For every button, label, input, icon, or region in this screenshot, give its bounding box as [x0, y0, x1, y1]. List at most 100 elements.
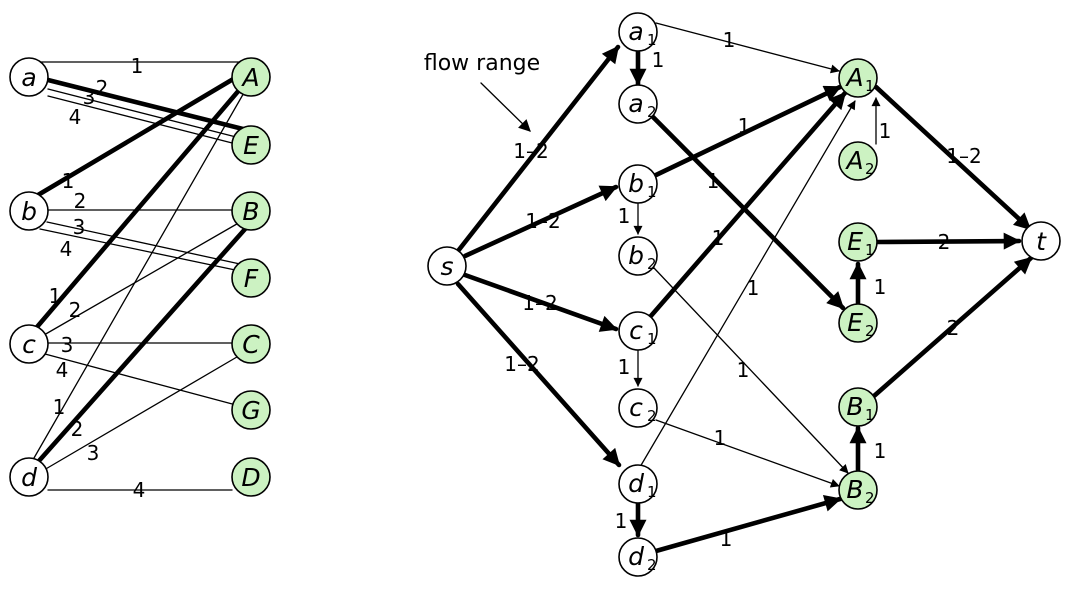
- label-d-B: 2: [71, 417, 84, 441]
- flow-label-A1-t: 1–2: [946, 144, 981, 168]
- edge-a-E-4: [47, 95, 241, 146]
- node-G-label: G: [241, 396, 260, 425]
- flow-edge-d2-B2: [653, 494, 843, 554]
- flow-node-A1: A 1: [838, 58, 878, 98]
- flow-node-s-label: s: [440, 252, 453, 281]
- flow-node-b1-sub: 1: [647, 183, 657, 201]
- edge-c-A-1: [34, 79, 249, 330]
- edge-d-B-2: [35, 225, 249, 465]
- flow-label-d2-B2: 1: [720, 527, 733, 551]
- flow-node-s: s: [427, 246, 467, 286]
- node-B-label: B: [242, 197, 259, 226]
- edge-d-C-3: [43, 353, 243, 471]
- flow-node-b1: b 1: [618, 164, 658, 204]
- flow-node-t-label: t: [1036, 227, 1047, 256]
- flow-node-E1-sub: 1: [865, 241, 875, 259]
- flow-node-E2: E 2: [838, 303, 878, 343]
- flow-edge-s-b1: [462, 184, 619, 259]
- label-a-A: 1: [131, 54, 144, 78]
- label-b-A: 1: [62, 169, 75, 193]
- flow-node-c2-sub: 2: [647, 407, 657, 425]
- flow-label-d1-A1: 1: [747, 276, 760, 300]
- label-a-E-3: 3: [83, 85, 96, 109]
- flow-label-d1-d2: 1: [615, 509, 628, 533]
- flow-node-A2-sub: 2: [865, 160, 875, 178]
- flow-label-E1-t: 2: [938, 230, 951, 254]
- flow-label-a1-a2: 1: [652, 48, 665, 72]
- flow-label-E2-E1: 1: [874, 275, 887, 299]
- label-a-E-4: 4: [69, 105, 82, 129]
- flow-edge-s-d1: [455, 281, 622, 468]
- edge-a-E-2: [45, 77, 254, 134]
- flow-edge-a1-A1: [655, 22, 840, 74]
- node-B: B: [231, 191, 271, 231]
- flow-node-A2: A 2: [838, 141, 878, 181]
- label-c-C: 3: [61, 333, 74, 357]
- flow-node-b1-letter: b: [628, 169, 644, 198]
- edge-d-A-1: [33, 83, 250, 459]
- flow-node-A1-sub: 1: [865, 77, 875, 95]
- flow-edge-d1-A1: [639, 100, 856, 468]
- flow-node-B1: B 1: [838, 387, 878, 427]
- flow-node-d1-sub: 1: [647, 483, 657, 501]
- flow-label-A2-A1: 1: [879, 119, 892, 143]
- node-F-label: F: [244, 264, 259, 293]
- flow-node-b2-sub: 2: [647, 255, 657, 273]
- flow-range-pointer: [480, 82, 531, 132]
- label-d-D: 4: [133, 478, 146, 502]
- edge-c-G-4: [44, 353, 237, 406]
- flow-label-a2-E2: 1: [707, 169, 720, 193]
- label-a-E-2: 2: [96, 76, 109, 100]
- edge-b-F-4: [39, 228, 241, 272]
- flow-label-s-a1: 1–2: [513, 139, 548, 163]
- flow-node-a2: a 2: [618, 84, 658, 124]
- label-b-F-4: 4: [60, 237, 73, 261]
- flow-node-a1-sub: 1: [647, 31, 657, 49]
- node-c-label: c: [22, 330, 36, 359]
- flow-range-annotation: flow range: [424, 51, 540, 76]
- flow-node-c2: c 2: [618, 388, 658, 428]
- label-b-F-3: 3: [73, 215, 86, 239]
- node-D: D: [231, 457, 271, 497]
- flow-edge-B1-t: [871, 255, 1034, 399]
- flow-node-E2-letter: E: [847, 308, 863, 337]
- flow-label-B1-t: 2: [947, 316, 960, 340]
- label-c-G: 4: [56, 358, 69, 382]
- label-c-A: 1: [49, 284, 62, 308]
- flow-node-B2-letter: B: [846, 475, 863, 504]
- flow-edge-c2-B2: [655, 419, 840, 488]
- left-graph-nodes: a b c d A E B F: [9, 57, 271, 497]
- flow-edge-A1-t: [873, 84, 1033, 232]
- flow-node-d1: d 1: [618, 464, 658, 504]
- flow-node-E2-sub: 2: [865, 322, 875, 340]
- flow-node-d1-letter: d: [628, 469, 644, 498]
- flow-node-B2: B 2: [838, 470, 878, 510]
- flow-node-B2-sub: 2: [865, 489, 875, 507]
- flow-label-c2-B2: 1: [714, 426, 727, 450]
- flow-node-b2-letter: b: [628, 241, 644, 270]
- node-G: G: [231, 390, 271, 430]
- flow-label-s-c1: 1–2: [522, 291, 557, 315]
- flow-node-c1-letter: c: [629, 316, 643, 345]
- node-A-label: A: [240, 63, 259, 92]
- flow-node-a2-sub: 2: [647, 103, 657, 121]
- left-graph-edges: [28, 61, 254, 491]
- flow-edge-s-c1: [462, 272, 619, 332]
- node-d-label: d: [21, 463, 37, 492]
- node-C: C: [231, 324, 271, 364]
- flow-edge-b2-B2: [653, 267, 849, 474]
- flow-label-a1-A1: 1: [723, 28, 736, 52]
- node-D-label: D: [241, 463, 260, 492]
- flow-node-B1-letter: B: [846, 392, 863, 421]
- flow-edge-c1-A1: [647, 90, 848, 320]
- flow-label-s-b1: 1–2: [525, 209, 560, 233]
- node-F: F: [231, 258, 271, 298]
- node-b-label: b: [21, 197, 37, 226]
- label-b-B: 2: [74, 189, 87, 213]
- flow-graph-nodes: s a 1 a 2 b 1 b 2 c 1 c 2: [427, 12, 1061, 577]
- flow-node-a1: a 1: [618, 12, 658, 52]
- edge-b-A-1: [35, 72, 243, 198]
- flow-node-t: t: [1021, 221, 1061, 261]
- flow-label-s-d1: 1–2: [504, 352, 539, 376]
- node-A: A: [231, 57, 271, 97]
